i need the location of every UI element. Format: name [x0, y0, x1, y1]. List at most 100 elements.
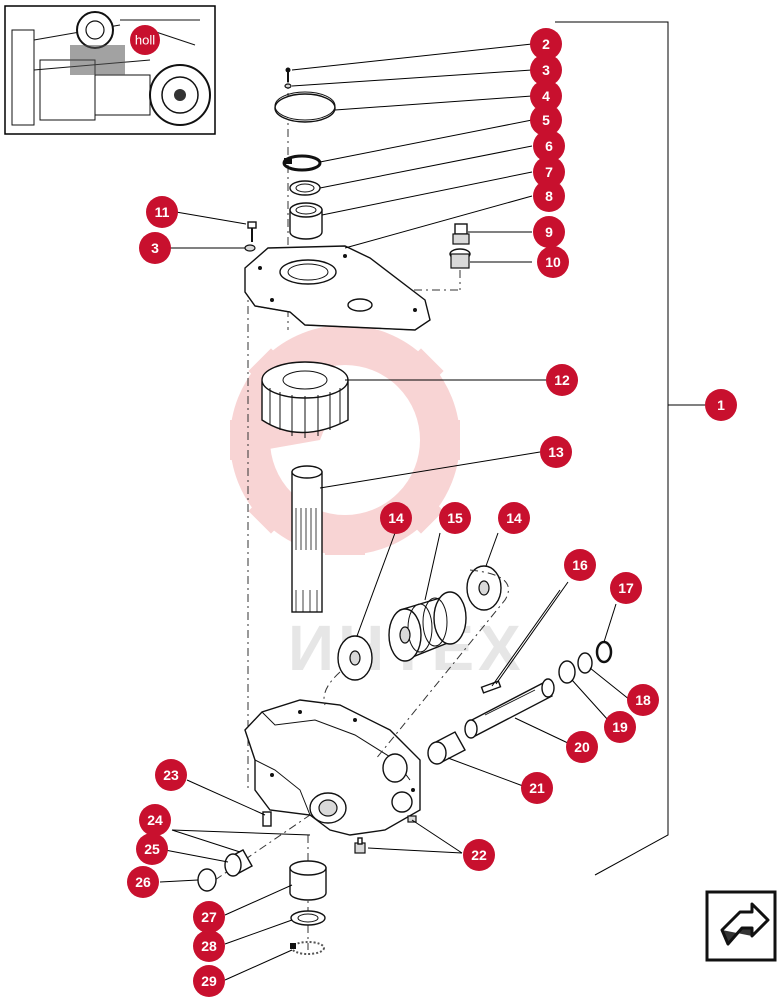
tractor-thumbnail: holl: [4, 5, 216, 135]
svg-text:1: 1: [717, 397, 725, 413]
callout-16: 16: [564, 549, 596, 581]
part-breather-plug: [452, 223, 470, 245]
callout-2: 2: [530, 28, 562, 60]
svg-text:15: 15: [447, 510, 463, 526]
callout-15: 15: [439, 502, 471, 534]
svg-text:6: 6: [545, 138, 553, 154]
next-page-arrow-icon[interactable]: [705, 890, 777, 962]
part-splined-shaft: [291, 465, 323, 613]
assembly-bracket: [555, 21, 669, 876]
part-lower-ring: [290, 910, 326, 926]
callout-29: 29: [193, 965, 225, 997]
part-circlip: [282, 154, 322, 172]
callout-3b: 3: [139, 232, 171, 264]
callout-12: 12: [546, 364, 578, 396]
part-lower-circlip: [290, 941, 325, 955]
callout-1: 1: [705, 389, 737, 421]
part-seal-ring: [558, 660, 576, 684]
part-gearbox-housing: [244, 699, 421, 836]
part-worm-wheel: [388, 591, 467, 662]
callout-17: 17: [610, 572, 642, 604]
callout-28: 28: [193, 930, 225, 962]
svg-text:11: 11: [155, 204, 170, 220]
callout-22: 22: [463, 839, 495, 871]
part-snap-ring: [595, 640, 613, 664]
callout-18: 18: [627, 684, 659, 716]
part-grease-nipple-2: [407, 815, 417, 823]
callout-14a: 14: [380, 502, 412, 534]
callout-6: 6: [533, 130, 565, 162]
part-pin: [262, 811, 272, 827]
svg-text:21: 21: [529, 780, 545, 796]
svg-text:29: 29: [201, 973, 217, 989]
part-washer: [244, 244, 256, 252]
callout-19: 19: [604, 711, 636, 743]
svg-text:4: 4: [542, 88, 550, 104]
callouts: 2 3 4 5 6 7 8 9 10 11 3 12 13 14 15 14 1…: [127, 28, 737, 997]
svg-text:23: 23: [163, 767, 179, 783]
svg-text:16: 16: [572, 557, 588, 573]
svg-text:14: 14: [388, 510, 404, 526]
svg-text:9: 9: [545, 224, 553, 240]
callout-13: 13: [540, 436, 572, 468]
part-housing-cover: [244, 245, 431, 331]
thumbnail-badge: holl: [130, 25, 160, 55]
callout-8: 8: [533, 180, 565, 212]
svg-text:13: 13: [548, 444, 564, 460]
svg-text:20: 20: [574, 739, 590, 755]
part-bolt: [247, 221, 257, 242]
leader-lines: [159, 43, 631, 981]
part-thrust-washer-left: [337, 635, 373, 681]
part-side-bushing: [427, 731, 466, 765]
callout-24: 24: [139, 804, 171, 836]
svg-text:3: 3: [542, 62, 550, 78]
tractor-wheel-icon: [76, 11, 211, 126]
svg-text:17: 17: [618, 580, 634, 596]
svg-text:28: 28: [201, 938, 217, 954]
part-cover-disc: [274, 91, 336, 123]
callout-10: 10: [537, 246, 569, 278]
callout-25: 25: [136, 833, 168, 865]
callout-7: 7: [533, 156, 565, 188]
svg-text:10: 10: [545, 254, 561, 270]
svg-text:24: 24: [147, 812, 163, 828]
watermark-gear-logo: [230, 325, 460, 555]
svg-text:19: 19: [612, 719, 628, 735]
callout-4: 4: [530, 80, 562, 112]
callout-20: 20: [566, 731, 598, 763]
svg-text:3: 3: [151, 240, 159, 256]
part-thrust-washer-right: [466, 565, 502, 611]
svg-text:26: 26: [135, 874, 151, 890]
svg-text:8: 8: [545, 188, 553, 204]
part-small-bushing: [224, 849, 253, 877]
svg-text:2: 2: [542, 36, 550, 52]
callout-21: 21: [521, 772, 553, 804]
callout-27: 27: [193, 901, 225, 933]
svg-text:5: 5: [542, 112, 550, 128]
svg-text:12: 12: [554, 372, 570, 388]
part-grease-nipple: [354, 837, 366, 854]
svg-text:22: 22: [471, 847, 487, 863]
part-upper-bushing: [289, 202, 323, 240]
part-spacer-ring: [577, 652, 593, 674]
svg-text:27: 27: [201, 909, 217, 925]
callout-9: 9: [533, 216, 565, 248]
part-lower-bushing: [289, 860, 327, 901]
svg-text:18: 18: [635, 692, 651, 708]
svg-text:holl: holl: [135, 33, 155, 48]
part-small-screw: [285, 67, 291, 82]
part-worm-shaft: [464, 678, 555, 739]
callout-26: 26: [127, 866, 159, 898]
callout-5: 5: [530, 104, 562, 136]
part-washer-small: [284, 83, 292, 89]
svg-text:7: 7: [545, 164, 553, 180]
svg-text:25: 25: [144, 841, 160, 857]
svg-text:14: 14: [506, 510, 522, 526]
callout-14b: 14: [498, 502, 530, 534]
callout-11: 11: [146, 196, 178, 228]
part-drain-plug: [449, 248, 471, 269]
part-end-cap: [197, 868, 217, 892]
part-key: [480, 680, 502, 694]
part-ring: [289, 180, 321, 196]
